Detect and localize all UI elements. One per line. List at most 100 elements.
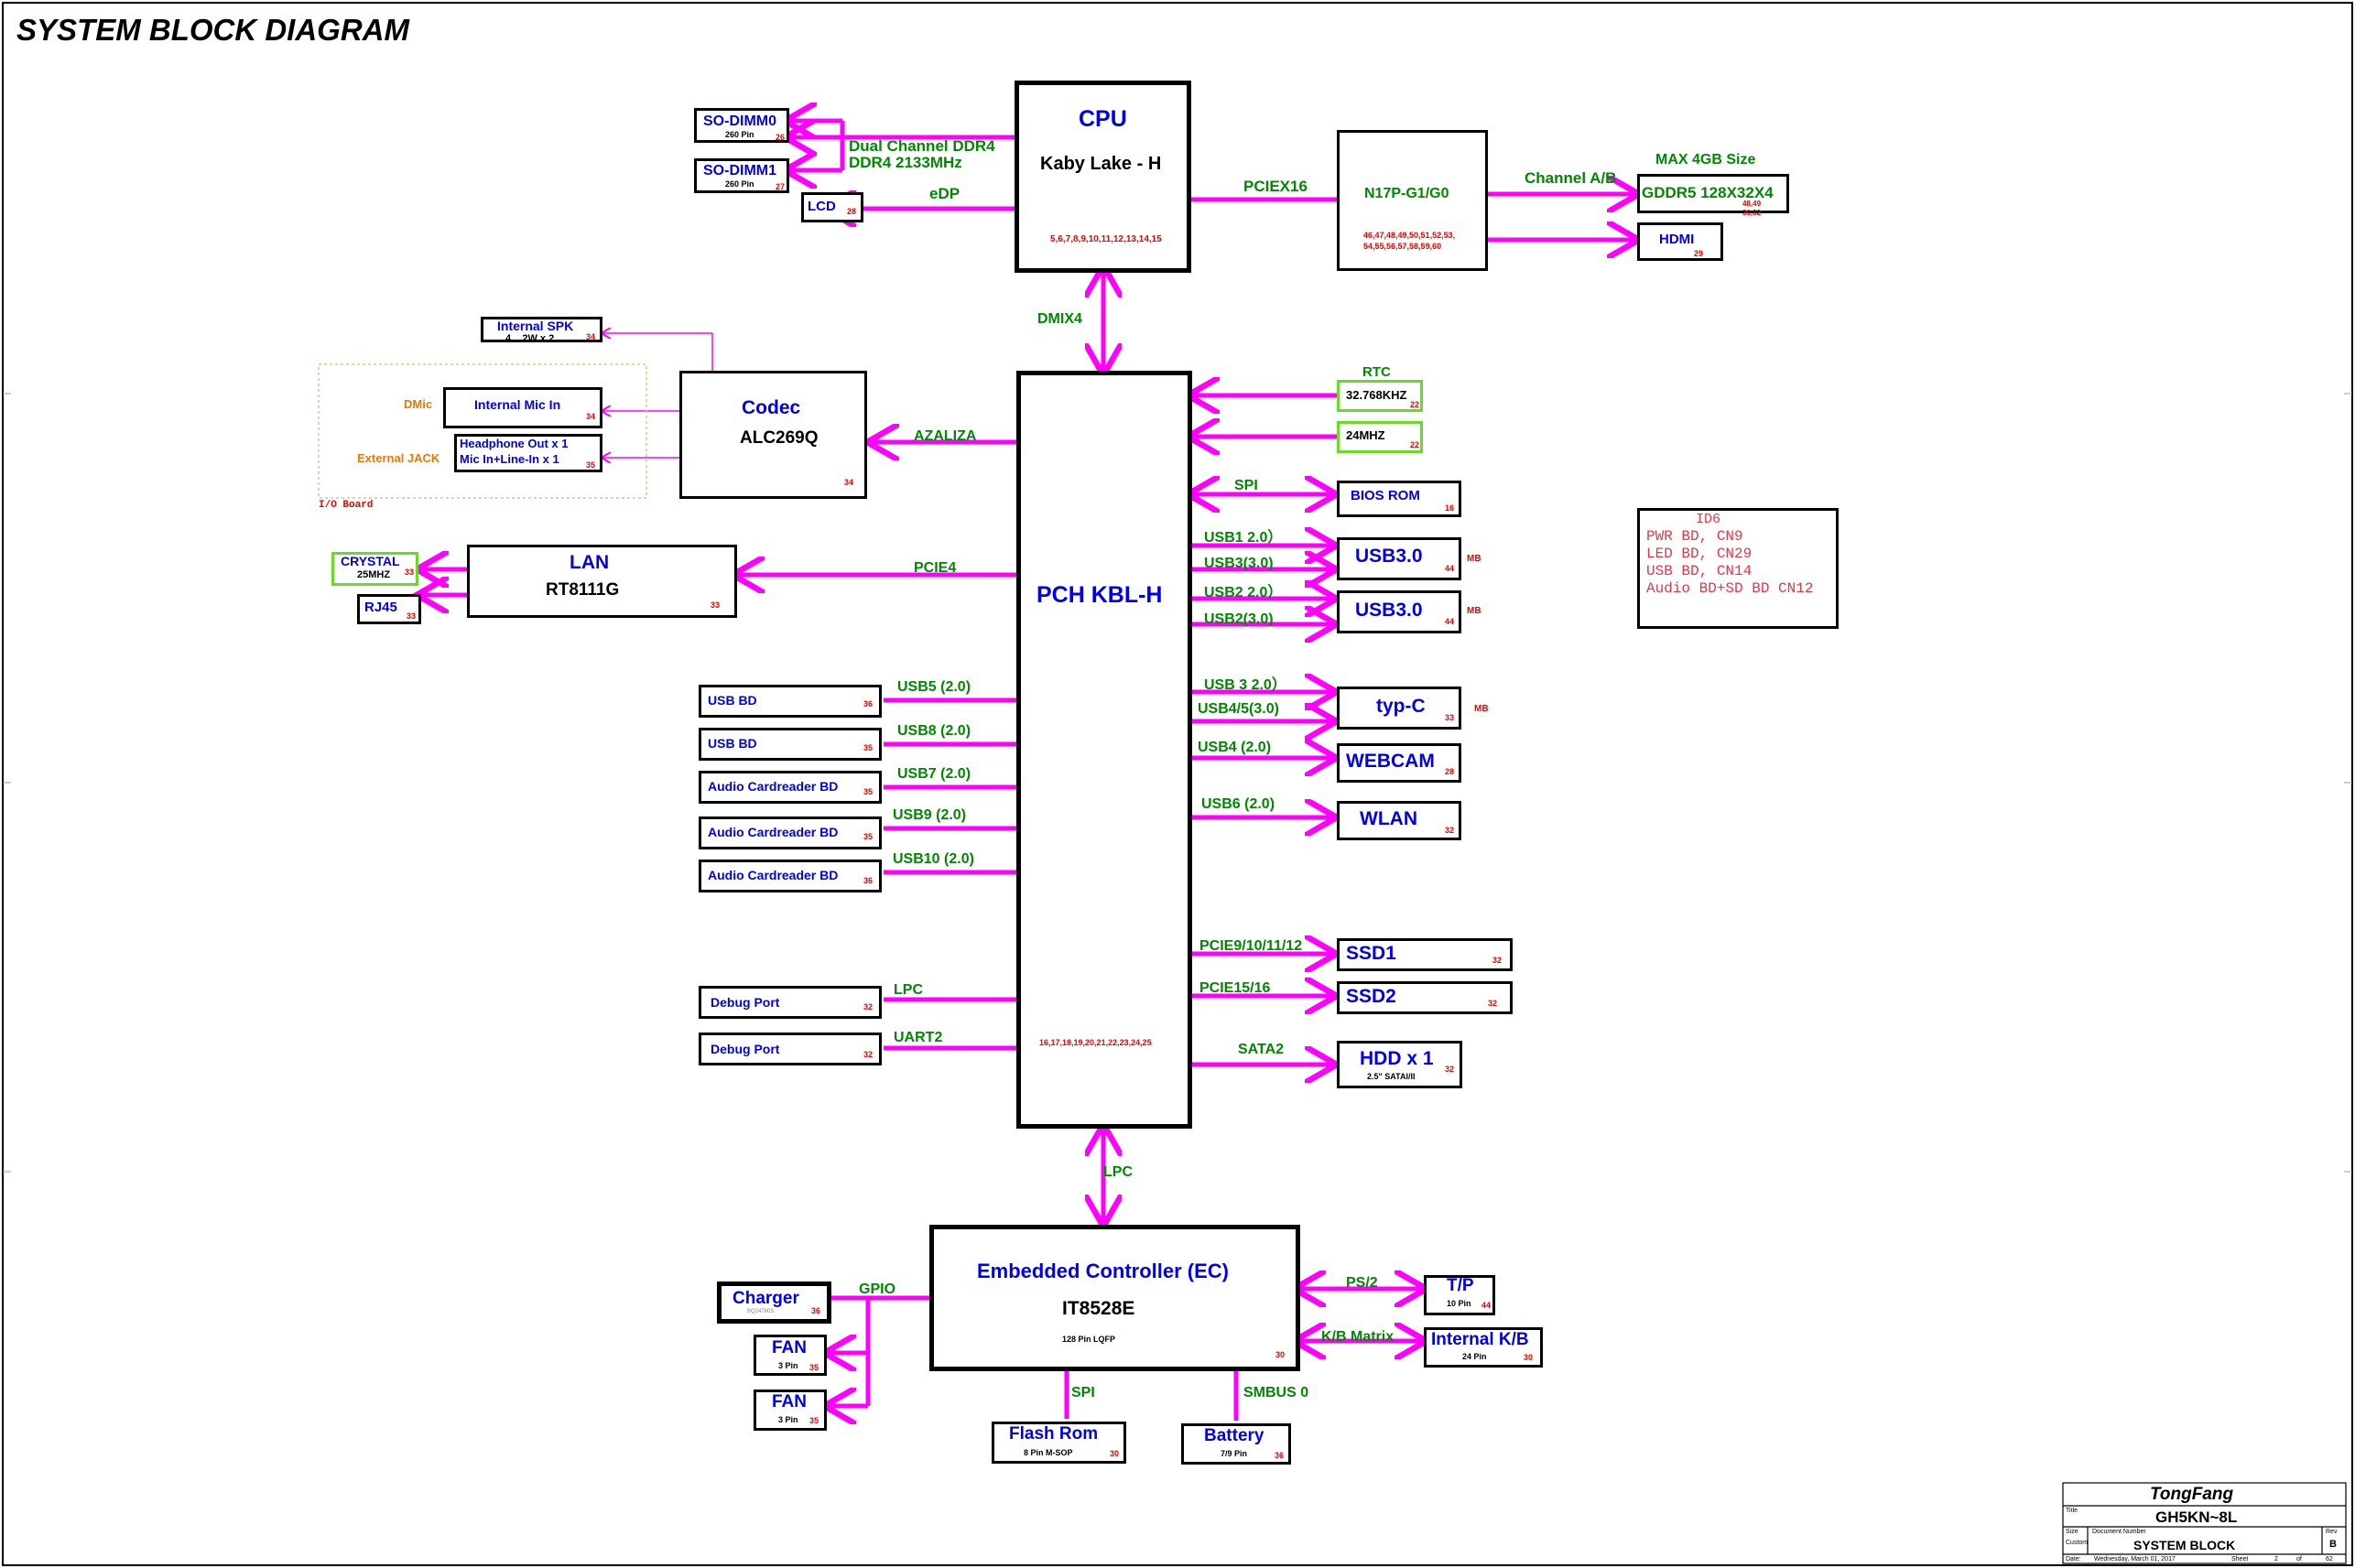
internal-spk-sub: 4 2W x 2 [505, 333, 555, 344]
left-usb-block-2[interactable] [699, 728, 882, 761]
internal-spk-block[interactable] [481, 317, 602, 342]
keyboard-page: 30 [1524, 1353, 1534, 1362]
hdmi-block[interactable] [1637, 222, 1723, 261]
bios-rom-block[interactable] [1337, 481, 1461, 517]
of-label: of [2296, 1556, 2302, 1563]
crystal-block[interactable] [331, 552, 418, 586]
usb45-label: USB4/5(3.0) [1198, 701, 1279, 717]
id6-line-1: PWR BD, CN9 [1646, 528, 1743, 545]
title-block [2062, 1482, 2347, 1564]
channel-ab-label: Channel A/B [1525, 169, 1617, 187]
rev-value: B [2329, 1539, 2337, 1550]
fan1-block[interactable] [754, 1335, 827, 1376]
ssd2-label: SSD2 [1346, 986, 1396, 1007]
ddr4-bus-label: Dual Channel DDR4 [849, 137, 995, 155]
gddr5-block[interactable] [1637, 174, 1789, 213]
left-usb-page-2: 35 [863, 743, 874, 752]
touchpad-block[interactable] [1424, 1275, 1495, 1315]
hdd-sub: 2.5" SATAI/II [1367, 1072, 1416, 1081]
internal-mic-block[interactable] [443, 387, 602, 428]
gpu-block[interactable] [1337, 130, 1488, 271]
webcam-block[interactable] [1337, 743, 1461, 783]
fan2-block[interactable] [754, 1390, 827, 1431]
hdd-block[interactable] [1337, 1041, 1462, 1088]
lan-page: 33 [711, 600, 721, 610]
smbus-label: SMBUS 0 [1243, 1385, 1309, 1400]
charger-block[interactable] [717, 1281, 831, 1324]
battery-block[interactable] [1181, 1423, 1291, 1465]
rtc-page: 22 [1410, 400, 1420, 409]
keyboard-label: Internal K/B [1431, 1330, 1529, 1349]
left-usb-name-1: USB BD [708, 693, 757, 708]
pch-block[interactable] [1016, 371, 1192, 1129]
usb30a-page: 44 [1445, 564, 1455, 573]
flash-rom-block[interactable] [992, 1422, 1126, 1464]
debug-port-bus-1: LPC [894, 982, 923, 998]
lcd-label: LCD [808, 199, 836, 214]
external-jack-label: External JACK [357, 451, 440, 465]
ssd1-block[interactable] [1337, 938, 1513, 971]
ssd2-bus: PCIE15/16 [1199, 980, 1271, 996]
left-usb-name-5: Audio Cardreader BD [708, 868, 839, 882]
so-dimm0-block[interactable] [694, 108, 789, 143]
left-usb-page-4: 35 [863, 832, 874, 841]
title-field-label: Title [2066, 1508, 2078, 1514]
ssd2-block[interactable] [1337, 981, 1513, 1014]
gddr5-label: GDDR5 128X32X4 [1642, 184, 1774, 201]
wlan-block[interactable] [1337, 801, 1461, 840]
ec-block[interactable] [929, 1225, 1300, 1371]
lcd-block[interactable] [801, 192, 863, 222]
pcie4-label: PCIE4 [914, 560, 957, 576]
left-usb-block-3[interactable] [699, 771, 882, 804]
usb3b-label: USB 3 2.0） [1204, 677, 1286, 693]
ec-model: IT8528E [1062, 1298, 1135, 1319]
cpu-label: CPU [1079, 106, 1127, 132]
headphone-block[interactable] [454, 434, 602, 472]
gddr5-page-2: 31,32 [1742, 209, 1762, 217]
usb2-label: USB2 2.0） [1204, 585, 1283, 600]
azalia-label: AZALIZA [914, 428, 977, 444]
rtc-crystal-block[interactable] [1337, 380, 1423, 412]
codec-block[interactable] [679, 371, 867, 499]
gpu-pages-2: 54,55,56,57,58,59,60 [1363, 242, 1442, 251]
fan2-label: FAN [772, 1392, 807, 1411]
keyboard-block[interactable] [1424, 1327, 1543, 1368]
usb3-label: USB3(3.0) [1204, 556, 1274, 571]
type-c-block[interactable] [1337, 687, 1461, 730]
left-usb-block-1[interactable] [699, 685, 882, 718]
size-field-label: Size [2066, 1529, 2078, 1535]
flash-rom-sub: 8 Pin M-SOP [1024, 1448, 1073, 1457]
xtal24-block[interactable] [1337, 421, 1423, 453]
fan2-sub: 3 Pin [778, 1415, 798, 1424]
debug-port-block-2[interactable] [699, 1033, 882, 1065]
gpu-label: N17P-G1/G0 [1364, 186, 1449, 201]
left-usb-bus-3: USB7 (2.0) [897, 766, 971, 782]
ec-package: 128 Pin LQFP [1062, 1335, 1116, 1344]
internal-spk-page: 34 [586, 332, 596, 341]
ps2-label: PS/2 [1346, 1275, 1378, 1291]
usb30b-block[interactable] [1337, 590, 1461, 633]
debug-port-block-1[interactable] [699, 986, 882, 1019]
left-usb-page-3: 35 [863, 787, 874, 796]
cpu-pages: 5,6,7,8,9,10,11,12,13,14,15 [1050, 234, 1162, 244]
company-name: TongFang [2150, 1485, 2234, 1504]
id6-line-3: USB BD, CN14 [1646, 563, 1753, 579]
keyboard-sub: 24 Pin [1462, 1352, 1487, 1361]
lan-block[interactable] [467, 545, 737, 618]
left-usb-block-5[interactable] [699, 860, 882, 892]
cpu-block[interactable] [1015, 81, 1191, 273]
charger-label: Charger [733, 1289, 799, 1308]
usb1-label: USB1 2.0） [1204, 530, 1283, 546]
pciex16-label: PCIEX16 [1243, 178, 1308, 195]
left-usb-block-4[interactable] [699, 816, 882, 849]
left-usb-page-1: 36 [863, 699, 874, 708]
xtal24-freq: 24MHZ [1346, 428, 1385, 442]
size-value: Custom [2066, 1540, 2089, 1546]
so-dimm1-block[interactable] [694, 158, 789, 193]
rj45-block[interactable] [357, 594, 421, 624]
usb30a-block[interactable] [1337, 537, 1461, 580]
wlan-page: 32 [1445, 826, 1455, 835]
crystal-freq: 25MHZ [357, 569, 391, 580]
touchpad-label: T/P [1447, 1276, 1474, 1295]
